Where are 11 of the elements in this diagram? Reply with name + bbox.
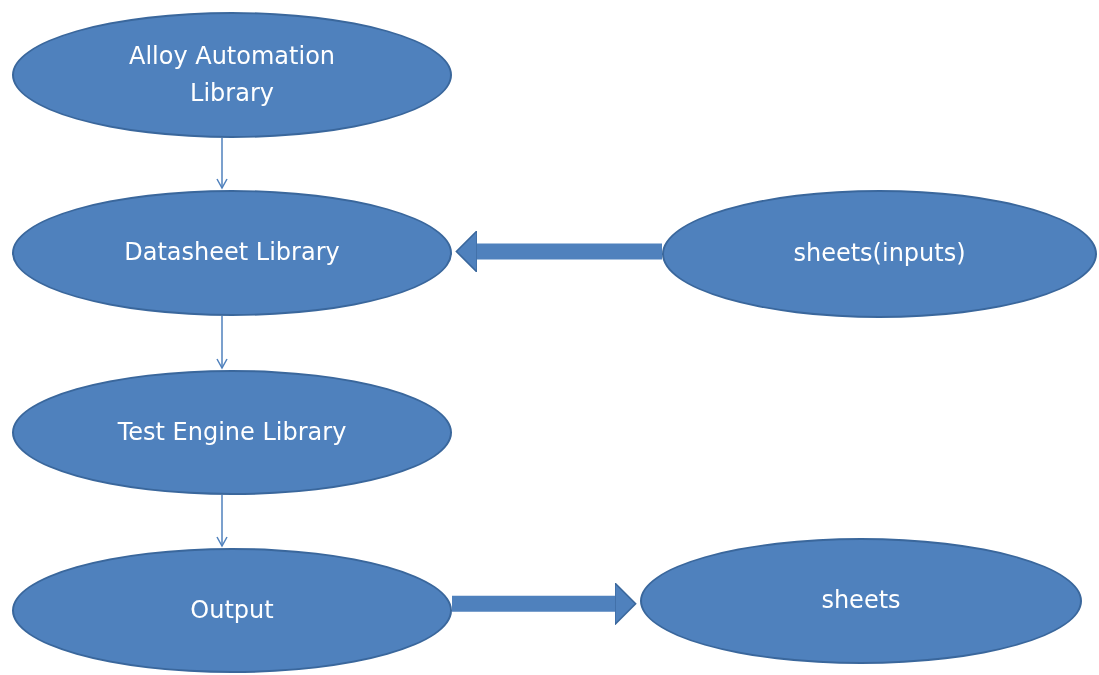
arrow: [216, 494, 228, 547]
arrow: [455, 229, 662, 274]
arrow: [216, 315, 228, 369]
node-label: Output: [190, 594, 274, 626]
arrow: [452, 582, 637, 626]
node-label: Alloy Automation Library: [127, 40, 337, 109]
arrow: [216, 137, 228, 189]
node-label: Datasheet Library: [124, 237, 340, 269]
node-label: Test Engine Library: [117, 416, 347, 448]
node-label: sheets(inputs): [793, 238, 966, 270]
node-label: sheets: [821, 585, 901, 617]
